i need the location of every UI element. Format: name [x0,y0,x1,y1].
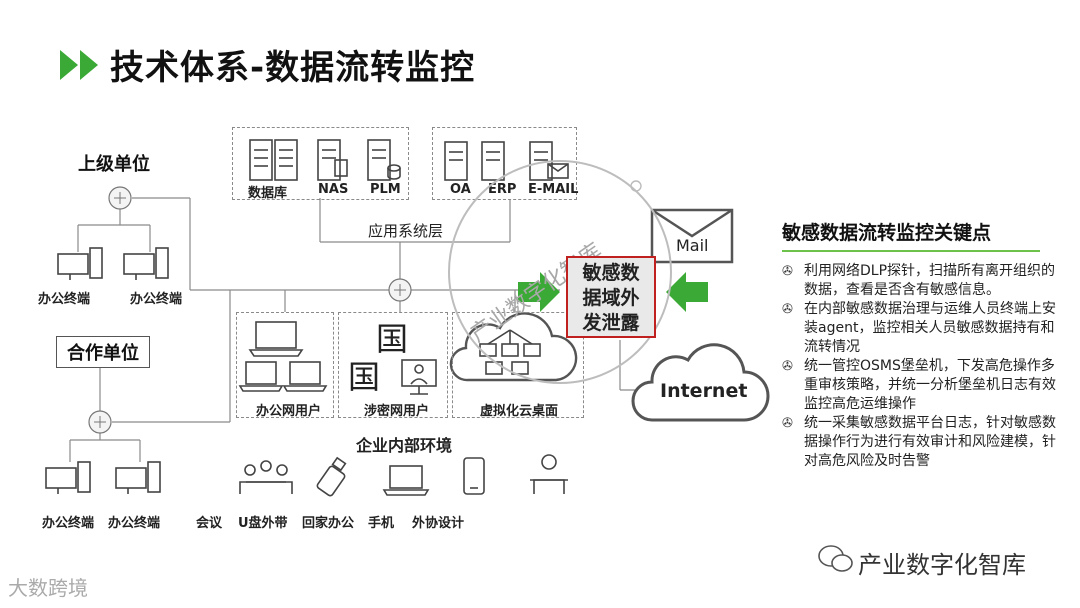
internet-cloud-icon [631,343,770,422]
classified-network-zone [338,312,448,418]
key-points-list: ✇利用网络DLP探针，扫描所有离开组织的数据，查看是否含有敏感信息。 ✇在内部敏… [782,262,1067,471]
app-item-plm: PLM [370,182,401,197]
enterprise-env-label: 企业内部环境 [356,436,453,455]
virtual-desktop-label: 虚拟化云桌面 [480,404,559,419]
page-title: 技术体系-数据流转监控 [110,48,476,88]
key-point: ✇统一管控OSMS堡垒机，下发高危操作多重审核策略，并统一分析堡垒机日志有效监控… [782,358,1056,412]
watermark-logo: 大数跨境 [8,576,88,600]
mail-label: Mail [676,236,709,255]
office-user-label: 办公网用户 [256,404,322,419]
sensitive-data-leak-box: 敏感数据域外发泄露 [566,256,656,338]
classified-user-label: 涉密网用户 [364,404,430,419]
stamp-watermark [448,160,672,384]
channel-meeting: 会议 [196,516,223,531]
panel-divider [782,250,1040,252]
office-terminal-label: 办公终端 [42,516,95,531]
panel-title: 敏感数据流转监控关键点 [782,222,992,244]
office-terminal-label: 办公终端 [130,292,183,307]
internet-label: Internet [660,380,748,402]
sensitive-data-leak-text: 敏感数据域外发泄露 [582,262,640,334]
office-terminal-label: 办公终端 [108,516,161,531]
key-point: ✇在内部敏感数据治理与运维人员终端上安装agent，监控相关人员敏感数据持有和流… [782,301,1056,355]
upper-unit-label: 上级单位 [78,154,150,175]
partner-unit-label: 合作单位 [56,336,150,368]
wechat-icon [818,545,853,572]
channel-phone: 手机 [368,516,395,531]
bullet-icon: ✇ [782,302,793,317]
app-group-1 [232,127,409,200]
app-item-nas: NAS [318,182,349,197]
office-network-zone [236,312,334,418]
office-terminal-label: 办公终端 [38,292,91,307]
bullet-icon: ✇ [782,264,793,279]
arrow-left-icon [666,272,708,312]
guo-char: 国 [348,358,381,396]
bullet-icon: ✇ [782,359,793,374]
app-item-database: 数据库 [248,186,288,201]
key-point: ✇统一采集敏感数据平台日志，针对敏感数据操作行为进行有效审计和风险建模，针对高危… [782,415,1056,469]
app-item-oa: OA [450,182,471,197]
key-point: ✇利用网络DLP探针，扫描所有离开组织的数据，查看是否含有敏感信息。 [782,263,1056,298]
channel-usb: U盘外带 [238,516,288,531]
watermark-text: 产业数字化智库 [858,551,1026,579]
guo-char: 国 [376,320,409,358]
title-arrows-icon [60,50,98,80]
channel-home-office: 回家办公 [302,516,355,531]
bullet-icon: ✇ [782,416,793,431]
app-layer-label: 应用系统层 [368,222,444,240]
channel-outsourced-design: 外协设计 [412,516,465,531]
